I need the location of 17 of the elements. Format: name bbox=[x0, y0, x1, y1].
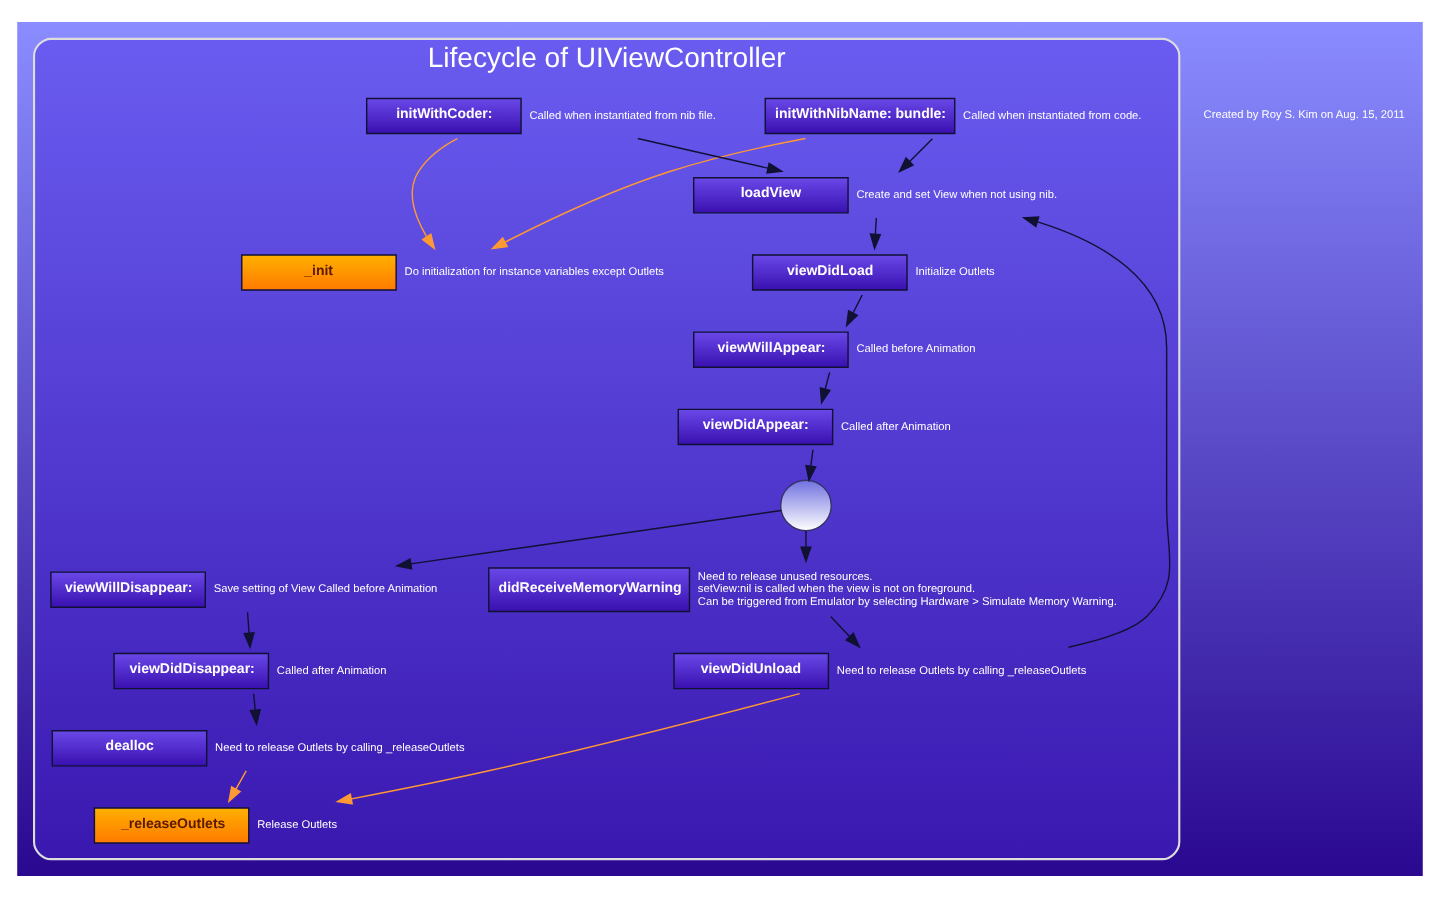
arrow bbox=[805, 449, 817, 483]
arrow bbox=[898, 138, 934, 173]
arrow bbox=[243, 611, 255, 650]
arrow bbox=[869, 217, 882, 251]
arrow bbox=[249, 693, 262, 727]
node-circle bbox=[780, 479, 832, 532]
arrow bbox=[490, 137, 807, 250]
arrow bbox=[411, 137, 458, 251]
arrow bbox=[227, 770, 247, 804]
arrow bbox=[394, 509, 782, 570]
arrow bbox=[800, 530, 812, 564]
arrow bbox=[830, 615, 861, 649]
arrow bbox=[1021, 216, 1171, 648]
arrow bbox=[637, 137, 784, 174]
arrow bbox=[335, 692, 801, 805]
arrow bbox=[819, 371, 832, 405]
arrow bbox=[845, 294, 863, 328]
